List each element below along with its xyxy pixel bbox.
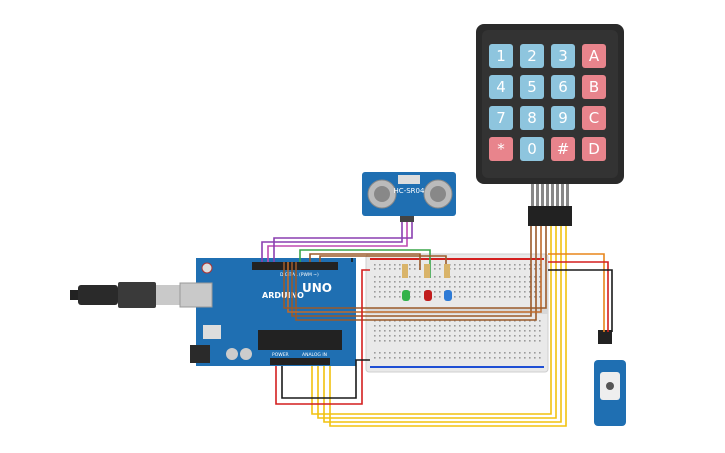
arduino-analog-label: ANALOG IN <box>302 352 327 358</box>
arduino-board: ARDUINO UNO DIGITAL (PWM ~) POWER ANALOG… <box>179 258 356 366</box>
keypad-4x4: 1 2 3 A 4 5 6 B 7 8 9 C * 0 # D <box>476 24 624 226</box>
arduino-power-label: POWER <box>272 352 289 358</box>
keypad-key-label: 3 <box>558 47 568 65</box>
wires <box>261 222 613 427</box>
keypad-key-label: 9 <box>558 109 568 127</box>
keypad-key-8: 8 <box>520 106 544 130</box>
led-2 <box>424 290 432 301</box>
keypad-key-*: * <box>489 137 513 161</box>
servo-motor <box>594 330 626 426</box>
keypad-key-#: # <box>551 137 575 161</box>
keypad-key-A: A <box>582 44 606 68</box>
keypad-key-7: 7 <box>489 106 513 130</box>
keypad-key-label: D <box>588 140 600 158</box>
breadboard <box>365 253 549 373</box>
keypad-key-3: 3 <box>551 44 575 68</box>
keypad-key-label: A <box>589 47 600 65</box>
keypad-key-6: 6 <box>551 75 575 99</box>
keypad-key-2: 2 <box>520 44 544 68</box>
ultrasonic-sensor: HC-SR04 <box>362 172 456 222</box>
arduino-digital-label: DIGITAL (PWM ~) <box>280 272 319 278</box>
arduino-brand-label: ARDUINO <box>262 291 304 300</box>
keypad-key-label: # <box>557 140 570 158</box>
keypad-key-0: 0 <box>520 137 544 161</box>
keypad-key-label: 4 <box>496 78 506 96</box>
keypad-key-4: 4 <box>489 75 513 99</box>
keypad-key-label: 0 <box>527 140 537 158</box>
keypad-key-label: 2 <box>527 47 537 65</box>
keypad-key-label: B <box>589 78 599 96</box>
led-3 <box>444 290 452 301</box>
keypad-key-label: * <box>497 140 505 158</box>
usb-cable <box>70 282 180 308</box>
arduino-model-label: UNO <box>302 281 332 295</box>
keypad-key-label: 7 <box>496 109 506 127</box>
keypad-key-B: B <box>582 75 606 99</box>
keypad-key-label: 1 <box>496 47 506 65</box>
keypad-key-1: 1 <box>489 44 513 68</box>
keypad-key-label: 8 <box>527 109 537 127</box>
sensor-model-label: HC-SR04 <box>394 187 425 195</box>
keypad-key-D: D <box>582 137 606 161</box>
keypad-key-C: C <box>582 106 606 130</box>
led-1 <box>402 290 410 301</box>
keypad-key-5: 5 <box>520 75 544 99</box>
keypad-key-9: 9 <box>551 106 575 130</box>
resistors <box>402 264 450 278</box>
keypad-key-label: 5 <box>527 78 537 96</box>
keypad-key-label: C <box>589 109 599 127</box>
keypad-key-label: 6 <box>558 78 568 96</box>
